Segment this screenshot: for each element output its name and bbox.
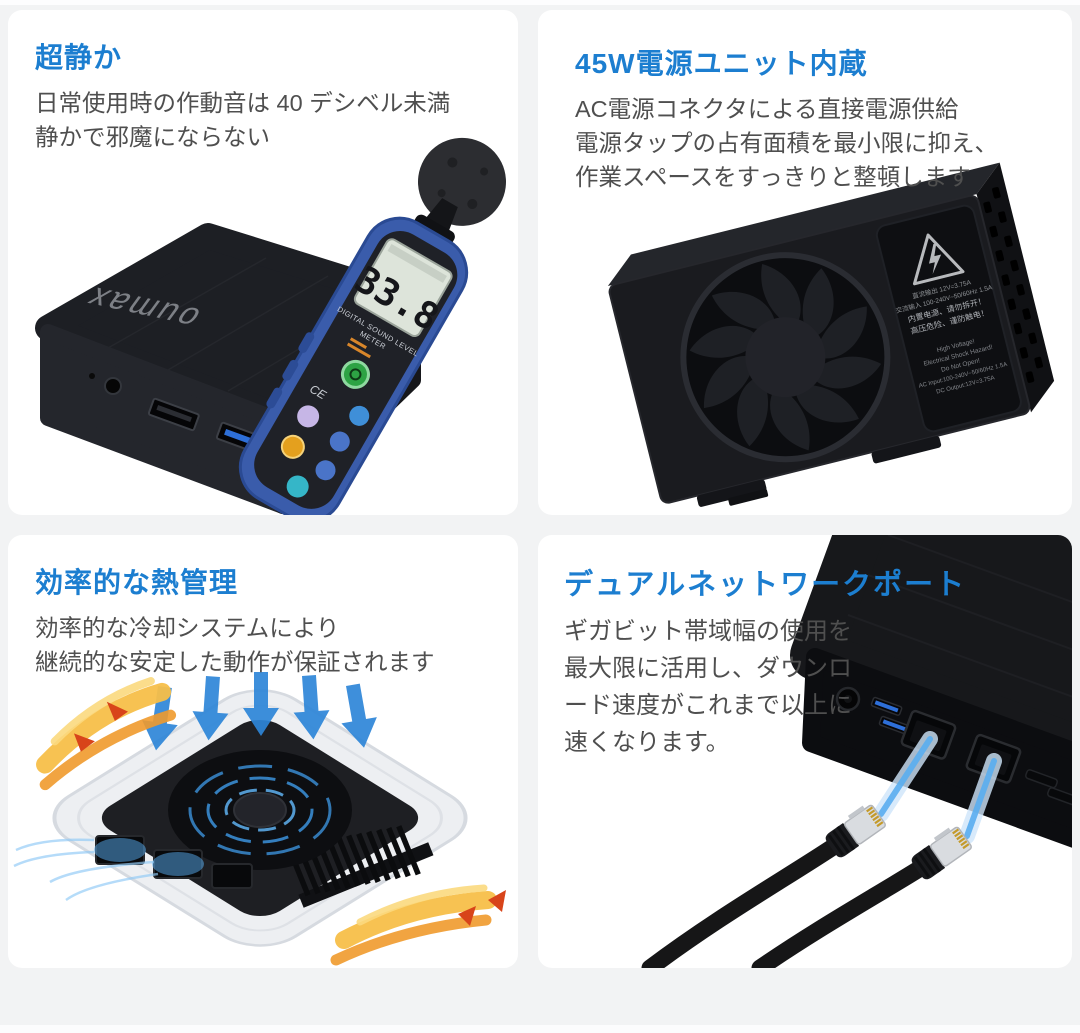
network-line-3: ード速度がこれまで以上に <box>564 692 852 719</box>
quiet-line-2: 静かで邪魔にならない <box>35 124 270 150</box>
feature-card-network: デュアルネットワークポート ギガビット帯域幅の使用を 最大限に活用し、ダウンロ … <box>538 535 1072 968</box>
cooling-fan <box>168 750 352 870</box>
psu-module: 直流输出 12V=3.75A 交流输入 100-240V~50/60Hz 1.5… <box>607 162 1055 507</box>
usb-port-1 <box>870 696 903 716</box>
quiet-illustration: oumax <box>35 137 506 515</box>
meter-button-rec <box>286 475 309 498</box>
meter-button-ac <box>329 431 350 452</box>
psu-text-block: 45W電源ユニット内蔵 AC電源コネクタによる直接電源供給 電源タップの占有面積… <box>575 42 998 194</box>
meter-button-hold <box>315 460 336 481</box>
network-line-4: 速くなります。 <box>564 729 730 756</box>
sound-level-meter: 33.8 DIGITAL SOUND LEVEL METER CE <box>238 137 506 515</box>
thermal-text-block: 効率的な熱管理 効率的な冷却システムにより 継続的な安定した動作が保証されます <box>35 561 435 679</box>
intake-airflow-arrows <box>142 672 377 751</box>
mini-pc-corner <box>790 535 1072 848</box>
network-title: デュアルネットワークポート <box>564 569 967 601</box>
psu-line-3: 作業スペースをすっきりと整頓します <box>575 164 971 190</box>
top-edge-strip <box>0 0 1080 5</box>
ethernet-cable-2 <box>751 826 972 968</box>
dc-power-jack <box>835 686 861 712</box>
meter-power-button <box>340 359 370 389</box>
exhaust-swoosh-top-left <box>36 677 177 791</box>
io-ports-glow <box>13 835 253 902</box>
exhaust-swoosh-bottom-right <box>330 884 506 966</box>
network-speed-beams <box>873 731 1002 844</box>
hdmi-port-1 <box>1025 769 1058 789</box>
quiet-title: 超静か <box>35 42 123 73</box>
quiet-line-1: 日常使用時の作動音は 40 デシベル未満 <box>35 90 451 116</box>
usb2-port <box>147 397 200 432</box>
feature-card-quiet: 超静か 日常使用時の作動音は 40 デシベル未満 静かで邪魔にならない ouma… <box>8 10 518 515</box>
feature-card-psu: 45W電源ユニット内蔵 AC電源コネクタによる直接電源供給 電源タップの占有面積… <box>538 10 1072 515</box>
psu-line-2: 電源タップの占有面積を最小限に抑え、 <box>575 130 998 156</box>
thermal-line-2: 継続的な安定した動作が保証されます <box>35 649 435 675</box>
meter-button-max <box>349 405 370 426</box>
rj45-connector-1 <box>825 804 886 858</box>
hdmi-port-2 <box>1047 787 1072 807</box>
psu-vent-panel <box>976 162 1055 413</box>
network-illustration <box>641 535 1072 968</box>
psu-line-1: AC電源コネクタによる直接電源供給 <box>575 96 959 122</box>
psu-fan <box>680 252 891 463</box>
thermal-line-1: 効率的な冷却システムにより <box>35 615 340 641</box>
vent-holes <box>983 187 1044 383</box>
thermal-title: 効率的な熱管理 <box>35 567 239 598</box>
psu-illustration: 直流输出 12V=3.75A 交流输入 100-240V~50/60Hz 1.5… <box>607 162 1055 507</box>
meter-button-mode <box>297 405 320 428</box>
rj45-connector-2 <box>911 826 972 880</box>
feature-card-thermal: 効率的な熱管理 効率的な冷却システムにより 継続的な安定した動作が保証されます <box>8 535 518 968</box>
thermal-illustration <box>13 672 506 966</box>
bottom-edge-strip <box>0 1025 1080 1033</box>
network-line-2: 最大限に活用し、ダウンロ <box>564 655 852 682</box>
meter-lcd <box>353 238 453 338</box>
high-voltage-warning-icon <box>912 233 965 286</box>
psu-title: 45W電源ユニット内蔵 <box>575 48 868 79</box>
psu-warning-label: 直流输出 12V=3.75A 交流输入 100-240V~50/60Hz 1.5… <box>875 204 1022 433</box>
network-line-1: ギガビット帯域幅の使用を <box>564 618 852 645</box>
quiet-text-block: 超静か 日常使用時の作動音は 40 デシベル未満 静かで邪魔にならない <box>35 36 450 154</box>
meter-button-cal <box>280 434 305 459</box>
mic-hole <box>89 373 95 379</box>
ethernet-cable-1 <box>641 804 886 968</box>
audio-jack <box>104 377 122 395</box>
network-text-block: デュアルネットワークポート ギガビット帯域幅の使用を 最大限に活用し、ダウンロ … <box>564 561 966 761</box>
